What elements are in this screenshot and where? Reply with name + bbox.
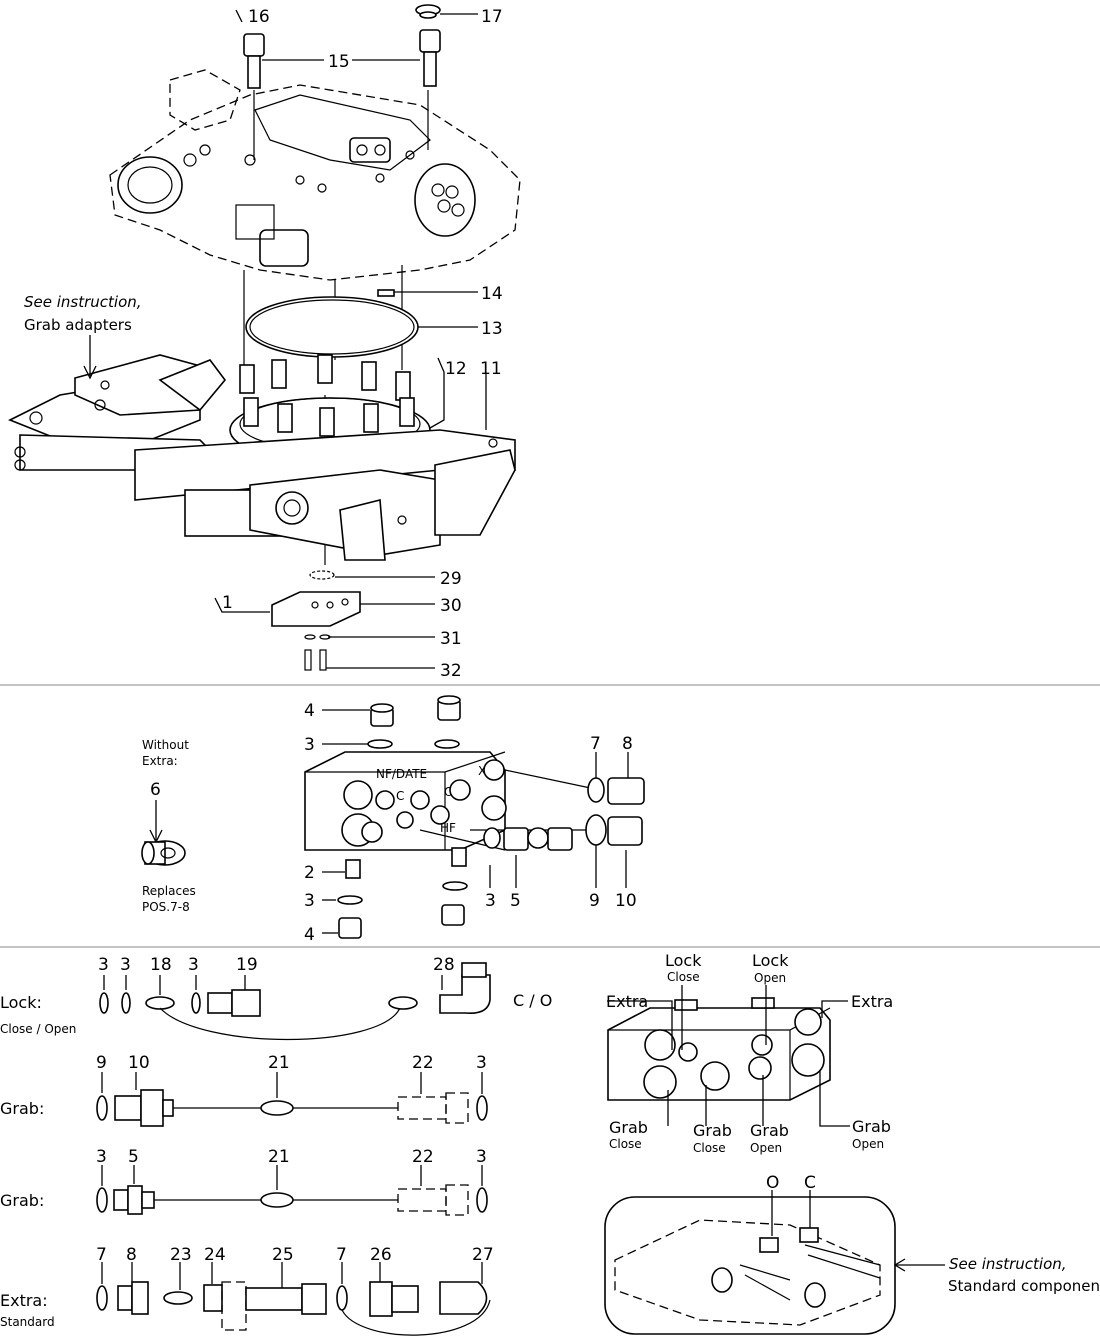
standard-components-note2: Standard components	[948, 1277, 1100, 1295]
row-extra-sub: Standard	[0, 1315, 55, 1329]
r4-callout-7b: 7	[336, 1245, 347, 1265]
callout-9: 9	[589, 891, 600, 911]
port-lock-open: Open	[754, 971, 786, 985]
r3-callout-3a: 3	[96, 1147, 107, 1167]
r2-callout-3: 3	[476, 1053, 487, 1073]
r1-callout-28: 28	[433, 955, 455, 975]
callout-10: 10	[615, 891, 637, 911]
callout-16: 16	[248, 7, 270, 27]
r1-callout-3a: 3	[98, 955, 109, 975]
screw-right	[415, 4, 441, 87]
inset-label-o: O	[766, 1173, 779, 1193]
callout-13: 13	[481, 319, 503, 339]
row-extra-label: Extra:	[0, 1291, 48, 1310]
r4-callout-26: 26	[370, 1245, 392, 1265]
row-grab2-label: Grab:	[0, 1191, 44, 1210]
without-extra-line2: Extra:	[142, 754, 178, 768]
callout-3-top: 3	[304, 735, 315, 755]
row-lock-sub: Close / Open	[0, 1022, 76, 1036]
callout-7: 7	[590, 734, 601, 754]
callout-6: 6	[150, 780, 161, 800]
callout-2: 2	[304, 863, 315, 883]
hose-rows: Lock: Close / Open Grab: Grab: Extra: St…	[0, 955, 552, 1336]
replaces-line2: POS.7-8	[142, 900, 190, 914]
rotator-head	[109, 69, 521, 281]
block-text-c: C	[396, 789, 404, 803]
standard-components-note1: See instruction,	[949, 1255, 1067, 1273]
callout-15: 15	[328, 52, 350, 72]
o-ring-13	[245, 296, 419, 358]
callout-31: 31	[440, 629, 462, 649]
row-lock-label: Lock:	[0, 993, 42, 1012]
r2-callout-22: 22	[412, 1053, 434, 1073]
port-grab-open1-sub: Open	[750, 1141, 782, 1155]
callout-32: 32	[440, 661, 462, 681]
port-grab-close2: Grab	[693, 1121, 732, 1140]
callout-4-bottom: 4	[304, 925, 315, 945]
r3-callout-3b: 3	[476, 1147, 487, 1167]
callout-11: 11	[480, 359, 502, 379]
r1-callout-19: 19	[236, 955, 258, 975]
callout-29: 29	[440, 569, 462, 589]
callout-17: 17	[481, 7, 503, 27]
callout-5: 5	[510, 891, 521, 911]
r2-callout-21: 21	[268, 1053, 290, 1073]
port-grab-open2: Grab	[852, 1117, 891, 1136]
port-grab-open2-sub: Open	[852, 1137, 884, 1151]
r4-callout-24: 24	[204, 1245, 226, 1265]
callout-4-top: 4	[304, 701, 315, 721]
block-text-o: O	[444, 785, 453, 799]
callout-12: 12	[445, 359, 467, 379]
r3-callout-22: 22	[412, 1147, 434, 1167]
r2-callout-10: 10	[128, 1053, 150, 1073]
r3-callout-5: 5	[128, 1147, 139, 1167]
grab-adapters-note-line2: Grab adapters	[24, 316, 132, 334]
r1-callout-18: 18	[150, 955, 172, 975]
without-extra-line1: Without	[142, 738, 189, 752]
callout-3-right: 3	[485, 891, 496, 911]
r4-callout-7a: 7	[96, 1245, 107, 1265]
r2-callout-9: 9	[96, 1053, 107, 1073]
block-text-x: X	[478, 764, 486, 778]
replaces-line1: Replaces	[142, 884, 196, 898]
c-o-label: C / O	[513, 991, 552, 1010]
callout-3-bottom: 3	[304, 891, 315, 911]
grab-adapters-note-line1: See instruction,	[24, 293, 142, 311]
port-lock-label: Lock	[665, 951, 702, 970]
row-grab1-label: Grab:	[0, 1099, 44, 1118]
r1-callout-3b: 3	[120, 955, 131, 975]
r1-callout-3c: 3	[188, 955, 199, 975]
screw-left	[243, 33, 265, 89]
small-block-30	[271, 570, 361, 671]
r4-callout-8: 8	[126, 1245, 137, 1265]
r4-callout-23: 23	[170, 1245, 192, 1265]
port-extra-right: Extra	[851, 992, 893, 1011]
callout-8: 8	[622, 734, 633, 754]
callout-30: 30	[440, 596, 462, 616]
block-text-hf: HF	[440, 821, 456, 835]
port-grab-close1: Grab	[609, 1118, 648, 1137]
port-grab-open1: Grab	[750, 1121, 789, 1140]
port-lock-close: Close	[667, 970, 700, 984]
port-grab-close2-sub: Close	[693, 1141, 726, 1155]
standard-components-inset: O C See instruction, Standard components	[604, 1173, 1100, 1335]
r4-callout-27: 27	[472, 1245, 494, 1265]
r3-callout-21: 21	[268, 1147, 290, 1167]
block-text-nf: NF/DATE	[376, 767, 427, 781]
callout-14: 14	[481, 284, 503, 304]
plug-6	[141, 840, 186, 866]
grab-adapter-frame	[8, 354, 516, 561]
top-assembly: 16 17 15 14 13 12 11 29 30 1 31 32 See i…	[8, 4, 521, 681]
r4-callout-25: 25	[272, 1245, 294, 1265]
valve-block-exploded: Without Extra: 6 Replaces POS.7-8 NF/DAT…	[141, 695, 645, 945]
port-extra-left: Extra	[606, 992, 648, 1011]
callout-1: 1	[222, 593, 233, 613]
port-lock2-label: Lock	[752, 951, 789, 970]
port-identification-block: Lock Close Lock Open Extra Extra Grab Cl…	[606, 951, 893, 1155]
port-grab-close1-sub: Close	[609, 1137, 642, 1151]
inset-label-c: C	[804, 1173, 816, 1193]
